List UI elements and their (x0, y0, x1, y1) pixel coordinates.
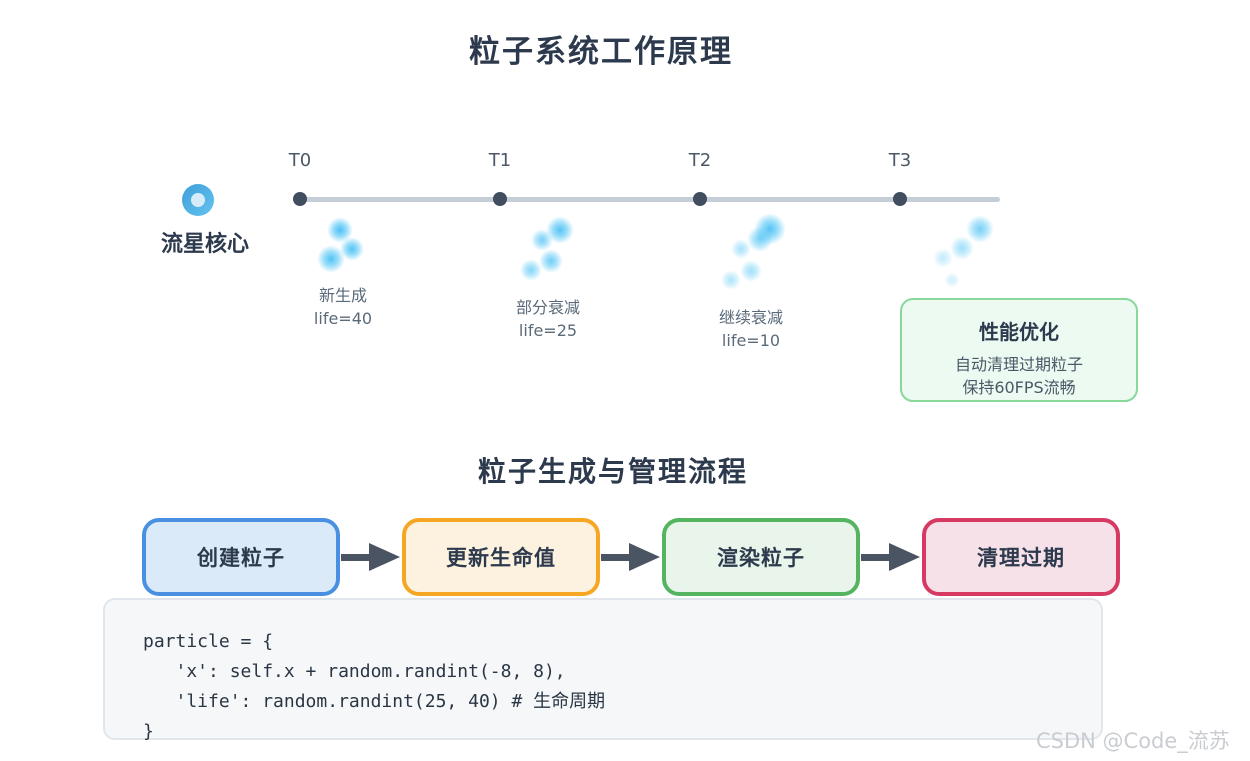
tick-label: T1 (488, 150, 512, 171)
flow-arrow-2 (601, 530, 661, 586)
stage-caption-value: life=10 (721, 331, 781, 350)
flow-step-create: 创建粒子 (142, 518, 340, 596)
code-line: } (143, 721, 154, 742)
stage-caption-text: 新生成 (318, 286, 367, 305)
performance-box: 性能优化 自动清理过期粒子 保持60FPS流畅 (900, 298, 1138, 402)
flow-step-cleanup: 清理过期 (922, 518, 1120, 596)
page-title: 粒子系统工作原理 (469, 34, 733, 70)
meteor-core-icon (182, 184, 214, 216)
flow-step-update: 更新生命值 (402, 518, 600, 596)
arrow-head (369, 543, 400, 571)
tick-dot (693, 192, 707, 206)
particle-glow (731, 239, 751, 259)
tick-dot (293, 192, 307, 206)
arrow-shaft (601, 554, 635, 561)
arrow-head (889, 543, 920, 571)
code-line: 'x': self.x + random.randint(-8, 8), (143, 661, 566, 682)
particle-glow (539, 249, 563, 273)
tick-label: T0 (288, 150, 312, 171)
code-line: particle = { (143, 631, 274, 652)
tick-dot (893, 192, 907, 206)
stage-caption-t1: 部分衰减 life=25 (478, 296, 618, 342)
stage-caption-text: 继续衰减 (718, 308, 783, 327)
particle-glow (531, 229, 553, 251)
particle-glow (721, 270, 741, 290)
particle-cluster-t3 (900, 214, 1010, 300)
tick-dot (493, 192, 507, 206)
flow-title: 粒子生成与管理流程 (477, 455, 748, 488)
performance-box-line2: 保持60FPS流畅 (962, 378, 1076, 397)
stage-caption-text: 部分衰减 (515, 298, 580, 317)
particle-glow (520, 259, 542, 281)
code-block: particle = { 'x': self.x + random.randin… (103, 598, 1103, 742)
meteor-core-icon-center (191, 193, 205, 207)
tick-label: T2 (688, 150, 712, 171)
timeline-axis (300, 197, 1000, 202)
particle-glow (740, 260, 762, 282)
flow-arrow-1 (341, 530, 401, 586)
particle-glow (933, 248, 953, 268)
arrow-shaft (861, 554, 895, 561)
performance-box-line1: 自动清理过期粒子 (954, 355, 1083, 374)
tick-label: T3 (888, 150, 912, 171)
stage-caption-value: life=25 (518, 321, 578, 340)
meteor-core-label: 流星核心 (160, 232, 249, 257)
timeline-tick-t0: T0 (260, 150, 340, 206)
timeline-tick-t1: T1 (460, 150, 540, 206)
particle-glow (950, 236, 974, 260)
stage-caption-t2: 继续衰减 life=10 (681, 306, 821, 352)
performance-box-title: 性能优化 (979, 320, 1059, 344)
particle-cluster-t2 (700, 213, 810, 300)
stage-caption-t0: 新生成 life=40 (273, 284, 413, 330)
particle-cluster-t0 (300, 215, 410, 300)
particle-glow (316, 244, 346, 274)
code-line: 'life': random.randint(25, 40) # 生命周期 (143, 691, 606, 712)
stage-caption-value: life=40 (313, 309, 373, 328)
flow-arrow-3 (861, 530, 921, 586)
arrow-head (629, 543, 660, 571)
particle-glow (943, 271, 961, 289)
arrow-shaft (341, 554, 375, 561)
particle-cluster-t1 (500, 215, 610, 300)
timeline-tick-t2: T2 (660, 150, 740, 206)
flow-step-render: 渲染粒子 (662, 518, 860, 596)
timeline-tick-t3: T3 (860, 150, 940, 206)
watermark: CSDN @Code_流苏 (1036, 729, 1230, 753)
particle-glow (746, 225, 774, 253)
